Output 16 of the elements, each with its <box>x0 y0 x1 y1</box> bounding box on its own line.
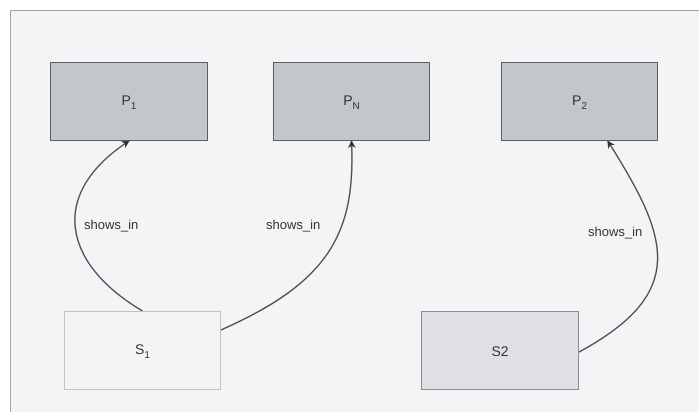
curved-arrow <box>220 140 356 331</box>
edge-label: shows_in <box>265 217 322 232</box>
edge-label: shows_in <box>587 224 644 239</box>
process-box <box>50 62 208 141</box>
box-label: S$_{1}$ <box>135 340 150 360</box>
curved-arrow <box>74 140 143 312</box>
box-label: P$_{2}$ <box>572 92 587 112</box>
box-label: P$_{N}$ <box>343 92 360 112</box>
process-box <box>421 311 579 390</box>
box-label: S2 <box>491 342 509 358</box>
box-label: P$_{1}$ <box>122 92 136 112</box>
process-box <box>273 62 430 141</box>
process-box <box>501 62 658 141</box>
edge-label: shows_in <box>83 217 140 232</box>
process-box <box>64 311 221 390</box>
curved-arrow <box>578 140 658 353</box>
